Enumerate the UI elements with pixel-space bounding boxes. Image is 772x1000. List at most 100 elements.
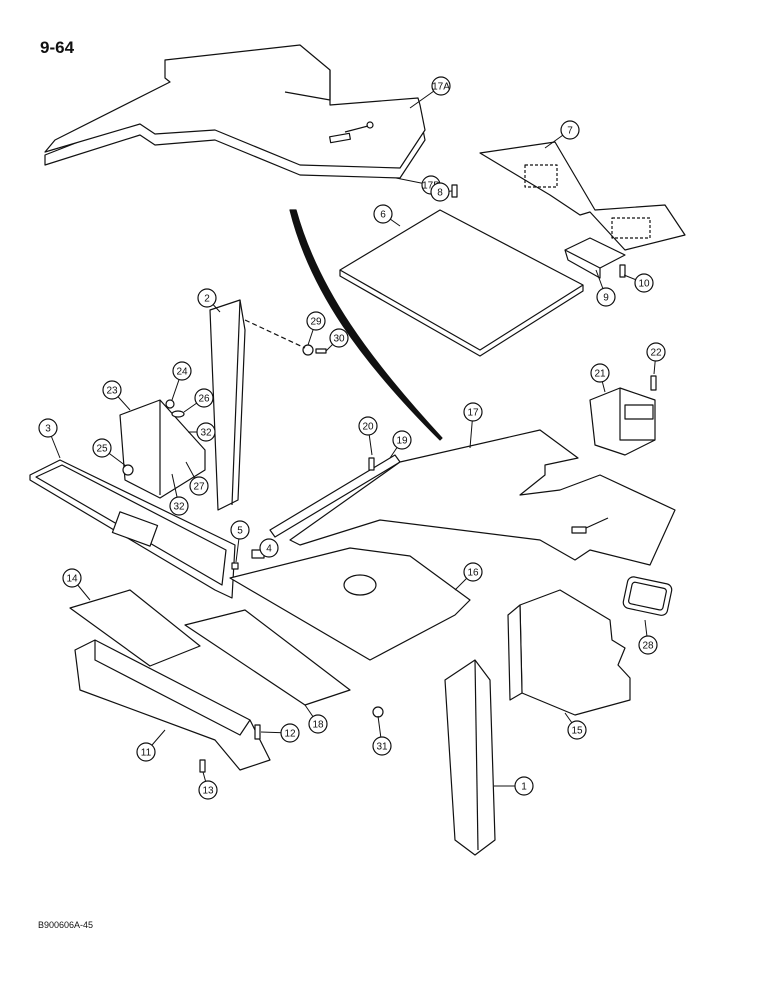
- callout-circle: [560, 120, 580, 140]
- callout-label: 3: [45, 424, 51, 435]
- callout-circle: [38, 418, 58, 438]
- callout-circle: [172, 361, 192, 381]
- part-25-grommet: [122, 464, 134, 476]
- part-18-mat: [184, 609, 351, 706]
- callout-circle: [596, 287, 616, 307]
- part-3-tray: [29, 459, 236, 599]
- callout-5: 5: [230, 520, 250, 563]
- callout-circle: [196, 422, 216, 442]
- document-code: B900606A-45: [38, 920, 94, 930]
- callout-15: 15: [564, 712, 587, 740]
- callout-13: 13: [198, 771, 218, 800]
- callout-21: 21: [590, 363, 610, 393]
- part-14-mat: [69, 589, 201, 667]
- callout-22: 22: [646, 342, 666, 375]
- callout-23: 23: [102, 380, 131, 411]
- callout-label: 21: [594, 369, 606, 380]
- callout-circle: [194, 388, 214, 408]
- callout-label: 13: [202, 786, 214, 797]
- part-17a-panel: [44, 44, 426, 169]
- callout-19: 19: [389, 430, 412, 459]
- callout-1: 1: [494, 776, 534, 796]
- part-23-box: [119, 399, 206, 499]
- callout-circle: [280, 723, 300, 743]
- callout-32: 32: [169, 473, 189, 516]
- part-31-plug: [372, 706, 384, 718]
- callout-label: 16: [467, 568, 479, 579]
- callout-circle: [567, 720, 587, 740]
- callout-circle: [169, 496, 189, 516]
- callout-label: 26: [198, 394, 210, 405]
- callout-31: 31: [372, 715, 392, 756]
- callout-label: 14: [66, 574, 78, 585]
- hose-curve: [289, 209, 443, 441]
- callout-8: 8: [430, 182, 453, 202]
- callout-circle: [463, 562, 483, 582]
- callout-circle: [590, 363, 610, 383]
- callout-circle: [230, 520, 250, 540]
- callout-circle: [198, 780, 218, 800]
- callout-label: 29: [310, 317, 322, 328]
- callout-circle: [634, 273, 654, 293]
- callout-label: 30: [333, 334, 345, 345]
- callout-label: 32: [200, 428, 212, 439]
- callout-circle: [62, 568, 82, 588]
- callout-circle: [136, 742, 156, 762]
- callout-label: 31: [376, 742, 388, 753]
- callout-24: 24: [171, 361, 192, 401]
- part-11-bracket: [74, 639, 271, 771]
- part-30-pin: [315, 348, 327, 354]
- callout-label: 15: [571, 726, 583, 737]
- part-17-panel: [289, 429, 676, 566]
- callout-label: 8: [437, 188, 443, 199]
- part-13-screw: [199, 759, 206, 773]
- callout-label: 22: [650, 348, 662, 359]
- callout-label: 10: [638, 279, 650, 290]
- callout-label: 28: [642, 641, 654, 652]
- callout-4: 4: [259, 538, 279, 558]
- callout-18: 18: [304, 704, 328, 734]
- callout-circle: [392, 430, 412, 450]
- callout-label: 12: [284, 729, 296, 740]
- callout-label: 7: [567, 126, 573, 137]
- part-28-plate: [622, 576, 673, 616]
- page-number: 9-64: [40, 38, 75, 57]
- callout-circle: [638, 635, 658, 655]
- callout-label: 9: [603, 293, 609, 304]
- callout-26: 26: [183, 388, 214, 413]
- callout-circle: [308, 714, 328, 734]
- part-9-bracket: [564, 237, 626, 279]
- callout-label: 32: [173, 502, 185, 513]
- callout-label: 6: [380, 210, 386, 221]
- leader-29: [244, 319, 306, 349]
- callout-circle: [329, 328, 349, 348]
- callout-label: 17: [467, 408, 479, 419]
- callout-label: 4: [266, 544, 272, 555]
- callout-27: 27: [185, 461, 209, 496]
- callout-circle: [259, 538, 279, 558]
- callout-16: 16: [454, 562, 483, 591]
- part-8-screw: [451, 184, 458, 198]
- callout-32: 32: [188, 422, 216, 442]
- callout-10: 10: [623, 273, 654, 293]
- callout-20: 20: [358, 416, 378, 456]
- callout-label: 17B: [422, 181, 440, 192]
- callout-11: 11: [136, 729, 166, 762]
- part-16-plate: [229, 547, 471, 661]
- part-26-washer: [171, 410, 185, 418]
- callout-7: 7: [544, 120, 580, 149]
- callout-label: 23: [106, 386, 118, 397]
- callout-label: 17A: [432, 82, 450, 93]
- callout-6: 6: [373, 204, 401, 227]
- callout-label: 11: [141, 748, 152, 759]
- callout-label: 5: [237, 526, 243, 537]
- callout-circle: [102, 380, 122, 400]
- part-20-screw: [368, 457, 375, 471]
- callout-label: 1: [521, 782, 527, 793]
- part-1-channel: [444, 659, 496, 856]
- callout-30: 30: [325, 328, 349, 352]
- callout-circle: [463, 402, 483, 422]
- callout-circle: [306, 311, 326, 331]
